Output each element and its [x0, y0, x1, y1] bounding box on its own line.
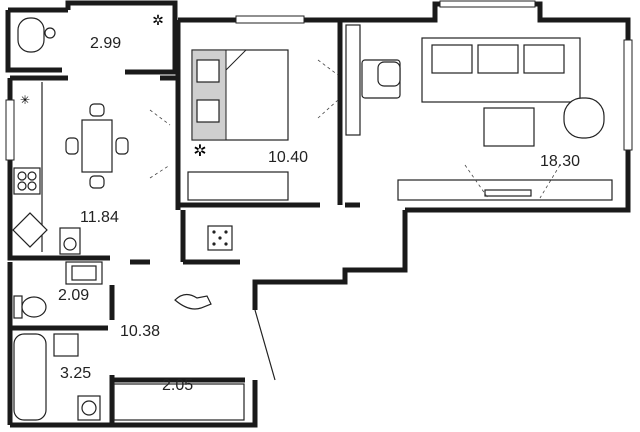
area-bedroom: 10.40 — [268, 149, 308, 166]
small-table — [44, 27, 56, 39]
area-hallway: 10.38 — [120, 323, 160, 340]
bedroom-window — [235, 15, 305, 24]
plant-icon: ✲ — [152, 12, 164, 28]
chair-top — [89, 103, 105, 117]
sink-icon — [12, 212, 48, 248]
area-toilet: 2.09 — [58, 287, 89, 304]
washer-bath — [77, 395, 101, 421]
area-labels: 2.99 11.84 10.40 18.30 2.09 10.38 3.25 2… — [58, 35, 580, 394]
tv — [484, 189, 532, 197]
coffee-table — [483, 107, 535, 147]
desk-chair — [377, 61, 401, 87]
dining-table — [81, 119, 113, 173]
walls — [5, 0, 631, 428]
armchair-living — [563, 97, 605, 139]
toilet-bowl — [21, 296, 47, 318]
washbasin — [53, 333, 79, 357]
plant-icon: ✲ — [193, 143, 206, 160]
toilet-furniture — [13, 261, 103, 319]
hallway-furniture — [174, 225, 276, 381]
kitchen-furniture: ✳ — [12, 82, 171, 255]
bottom-wall — [10, 380, 258, 428]
chair-left — [65, 137, 79, 155]
balcony-storage — [113, 383, 245, 421]
armchair — [17, 17, 45, 53]
entry-door — [254, 309, 276, 381]
top-balcony-left-wall — [5, 10, 62, 73]
living-room-furniture — [345, 24, 613, 201]
living-window-right — [623, 39, 633, 151]
hall-outer-wall — [252, 210, 408, 310]
area-living-room: 18.30 — [540, 153, 580, 170]
living-room-outer-wall — [340, 1, 631, 213]
bathtub — [13, 333, 47, 421]
chair-right — [115, 137, 129, 155]
desk-shelf — [345, 24, 361, 136]
pet-icon — [174, 293, 212, 310]
kitchen-window — [5, 99, 15, 161]
sofa — [421, 37, 581, 103]
chair-bottom — [89, 175, 105, 189]
bathroom-furniture — [13, 333, 101, 421]
pillow-2 — [196, 99, 220, 123]
bottom-balcony-furniture — [113, 383, 245, 421]
living-window-top — [439, 0, 536, 8]
area-balcony-top: 2.99 — [90, 35, 121, 52]
area-bathroom: 3.25 — [60, 365, 91, 382]
washing-machine — [65, 261, 103, 285]
stove-icon — [13, 167, 41, 195]
wardrobe — [187, 171, 289, 201]
windows — [5, 0, 633, 161]
balcony-top-furniture: ✲ — [17, 12, 164, 53]
ceiling-light-icon: ✳ — [20, 93, 30, 107]
area-balcony-bottom: 2.05 — [162, 377, 193, 394]
pillow-1 — [196, 59, 220, 83]
top-balcony-wall — [65, 0, 178, 75]
bedroom-furniture: ✲ — [187, 49, 339, 201]
area-kitchen: 11.84 — [80, 209, 119, 226]
toilet-tank — [13, 295, 23, 319]
